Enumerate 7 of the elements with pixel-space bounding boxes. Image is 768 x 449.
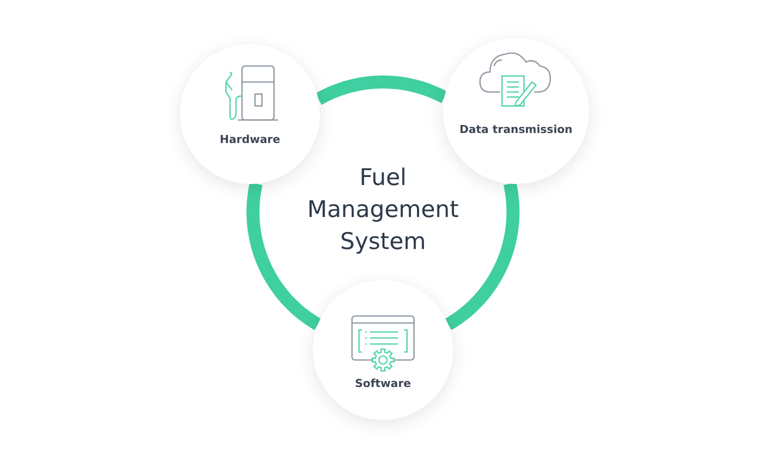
center-title: Fuel Management System	[306, 164, 460, 257]
ring-arc	[444, 181, 520, 330]
category-label: Hardware	[218, 132, 282, 147]
ring-arc	[246, 181, 322, 330]
category-label: Data transmission	[458, 122, 574, 137]
ring-arc	[314, 76, 448, 105]
category-label: Software	[354, 376, 412, 391]
